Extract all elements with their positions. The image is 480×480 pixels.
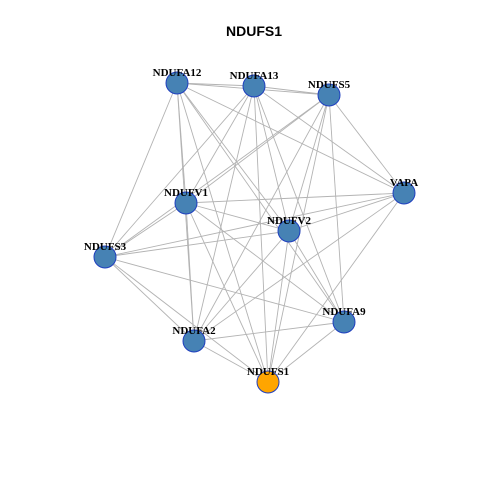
graph-title: NDUFS1 <box>226 23 282 39</box>
edge-vapa-ndufa2 <box>193 192 405 342</box>
node-ndufs1: NDUFS1 <box>247 366 289 394</box>
edge-ndufv2-ndufs1 <box>267 230 290 383</box>
edges-layer <box>104 82 405 383</box>
edge-vapa-ndufs3 <box>104 192 405 258</box>
node-label: NDUFS3 <box>84 241 127 253</box>
edge-ndufa12-ndufs1 <box>176 82 269 383</box>
node-label: VAPA <box>390 177 418 189</box>
edge-ndufv1-ndufs3 <box>104 202 187 258</box>
node-circle <box>174 191 198 215</box>
node-label: NDUFV2 <box>267 215 311 227</box>
edge-ndufs5-ndufv2 <box>288 94 330 232</box>
node-label: NDUFS1 <box>247 366 289 378</box>
edge-ndufa2-ndufs1 <box>193 340 269 383</box>
node-ndufv1: NDUFV1 <box>164 187 208 215</box>
edge-ndufa12-ndufv2 <box>176 82 290 232</box>
node-ndufa12: NDUFA12 <box>153 67 202 95</box>
edge-ndufs3-ndufa2 <box>104 256 195 342</box>
edge-ndufv2-ndufa9 <box>288 230 345 323</box>
node-circle <box>182 329 206 353</box>
edge-ndufv2-ndufa2 <box>193 230 290 342</box>
edge-ndufs5-ndufv1 <box>185 94 330 204</box>
edge-ndufa13-ndufv1 <box>185 85 255 204</box>
node-vapa: VAPA <box>390 177 418 205</box>
node-circle <box>317 83 341 107</box>
edge-ndufv1-ndufv2 <box>185 202 290 232</box>
node-circle <box>332 310 356 334</box>
edge-ndufa9-ndufa2 <box>193 321 345 342</box>
edge-vapa-ndufs1 <box>267 192 405 383</box>
edge-vapa-ndufv1 <box>185 192 405 204</box>
edge-ndufa12-ndufs3 <box>104 82 178 258</box>
edge-ndufa12-vapa <box>176 82 405 194</box>
node-label: NDUFA12 <box>153 67 202 79</box>
edge-ndufa13-ndufa9 <box>253 85 345 323</box>
edge-ndufv1-ndufa9 <box>185 202 345 323</box>
node-ndufa9: NDUFA9 <box>322 306 366 334</box>
edge-ndufv2-ndufs3 <box>104 230 290 258</box>
edge-vapa-ndufv2 <box>288 192 405 232</box>
node-ndufs3: NDUFS3 <box>84 241 127 269</box>
edge-ndufs5-ndufs1 <box>267 94 330 383</box>
edge-ndufs5-ndufs3 <box>104 94 330 258</box>
edge-ndufa13-ndufs5 <box>253 85 330 96</box>
edge-ndufv1-ndufa2 <box>185 202 195 342</box>
node-circle <box>256 370 280 394</box>
node-circle <box>277 219 301 243</box>
node-ndufs5: NDUFS5 <box>308 79 351 107</box>
node-ndufv2: NDUFV2 <box>267 215 311 243</box>
edge-ndufa13-ndufs3 <box>104 85 255 258</box>
node-ndufa2: NDUFA2 <box>172 325 216 353</box>
edge-ndufa13-ndufs1 <box>253 85 269 383</box>
node-label: NDUFA9 <box>322 306 366 318</box>
edge-ndufs3-ndufa9 <box>104 256 345 323</box>
node-circle <box>93 245 117 269</box>
edge-ndufs5-ndufa9 <box>328 94 345 323</box>
node-circle <box>392 181 416 205</box>
node-ndufa13: NDUFA13 <box>230 70 279 98</box>
node-circle <box>165 71 189 95</box>
edge-ndufa13-vapa <box>253 85 405 194</box>
edge-ndufs5-ndufa2 <box>193 94 330 342</box>
edge-ndufa13-ndufv2 <box>253 85 290 232</box>
edge-ndufa9-ndufs1 <box>267 321 345 383</box>
edge-ndufa12-ndufa9 <box>176 82 345 323</box>
edge-ndufv1-ndufs1 <box>185 202 269 383</box>
node-label: NDUFV1 <box>164 187 208 199</box>
edge-ndufs3-ndufs1 <box>104 256 269 383</box>
edge-ndufs5-vapa <box>328 94 405 194</box>
node-circle <box>242 74 266 98</box>
node-label: NDUFS5 <box>308 79 351 91</box>
edge-ndufa12-ndufa13 <box>176 82 255 87</box>
node-label: NDUFA13 <box>230 70 279 82</box>
node-label: NDUFA2 <box>172 325 216 337</box>
